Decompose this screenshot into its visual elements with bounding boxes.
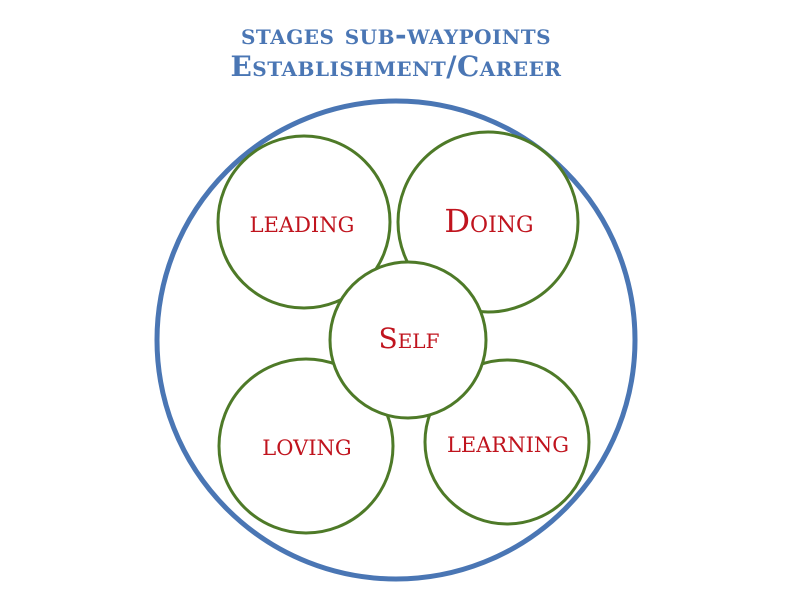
node-self-label: Self: [379, 322, 440, 355]
node-loving-circle: [217, 357, 395, 535]
node-self: Self: [328, 260, 488, 420]
node-doing: Doing: [396, 130, 580, 314]
title-line-2: Establishment/Career: [230, 50, 562, 83]
node-loving: loving: [217, 357, 395, 535]
node-doing-label: Doing: [444, 202, 533, 240]
node-leading: leading: [216, 134, 392, 310]
node-self-circle: [328, 260, 488, 420]
node-leading-circle: [216, 134, 392, 310]
node-doing-circle: [396, 130, 580, 314]
outer-ring: [154, 98, 638, 582]
title-line-1: stages sub-waypoints: [240, 18, 552, 51]
node-learning-label: learning: [447, 425, 569, 460]
node-leading-label: leading: [250, 205, 355, 240]
node-learning: learning: [423, 358, 591, 526]
node-learning-circle: [423, 358, 591, 526]
node-loving-label: loving: [262, 428, 351, 463]
